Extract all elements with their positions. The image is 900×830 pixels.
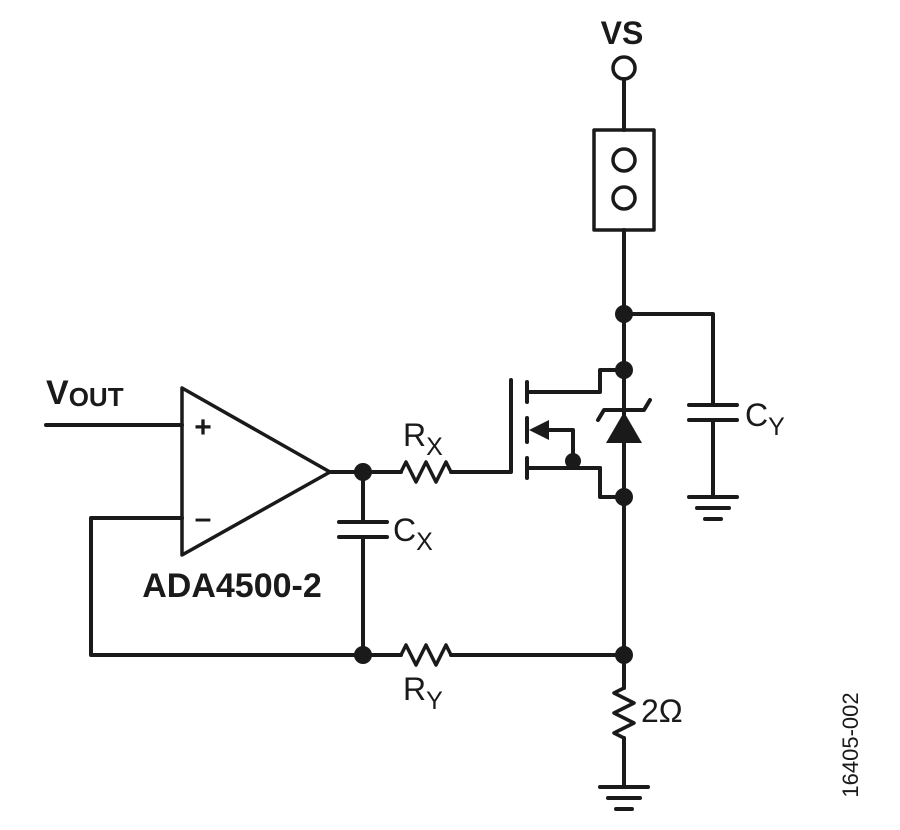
opamp-plus-sign: + — [194, 411, 212, 444]
resistor-ry — [399, 643, 453, 667]
sense-resistor — [612, 686, 636, 740]
rx-label: RX — [403, 417, 443, 461]
opamp-part-label: ADA4500-2 — [142, 567, 322, 605]
supply-terminal — [611, 55, 637, 81]
capacitor-cy — [687, 403, 739, 422]
wire-cy-top — [622, 312, 715, 407]
cy-label: CY — [745, 397, 785, 441]
sense-resistor-label: 2Ω — [641, 693, 683, 729]
opamp-triangle — [180, 386, 332, 557]
ground-symbol-sense — [598, 785, 650, 811]
cx-label: CX — [393, 512, 433, 556]
vout-label: VOUT — [46, 374, 124, 412]
opamp-minus-sign: – — [195, 502, 212, 535]
resistor-rx — [399, 460, 453, 484]
jumper-connector — [592, 128, 656, 232]
ground-symbol-cy — [687, 495, 739, 521]
mosfet-transistor — [482, 368, 626, 499]
capacitor-cx — [337, 520, 389, 539]
body-diode — [596, 368, 652, 499]
wire-feedback — [89, 516, 365, 657]
ry-label: RY — [403, 671, 443, 715]
figure-id: 16405-002 — [838, 692, 863, 797]
supply-label: VS — [601, 15, 644, 51]
